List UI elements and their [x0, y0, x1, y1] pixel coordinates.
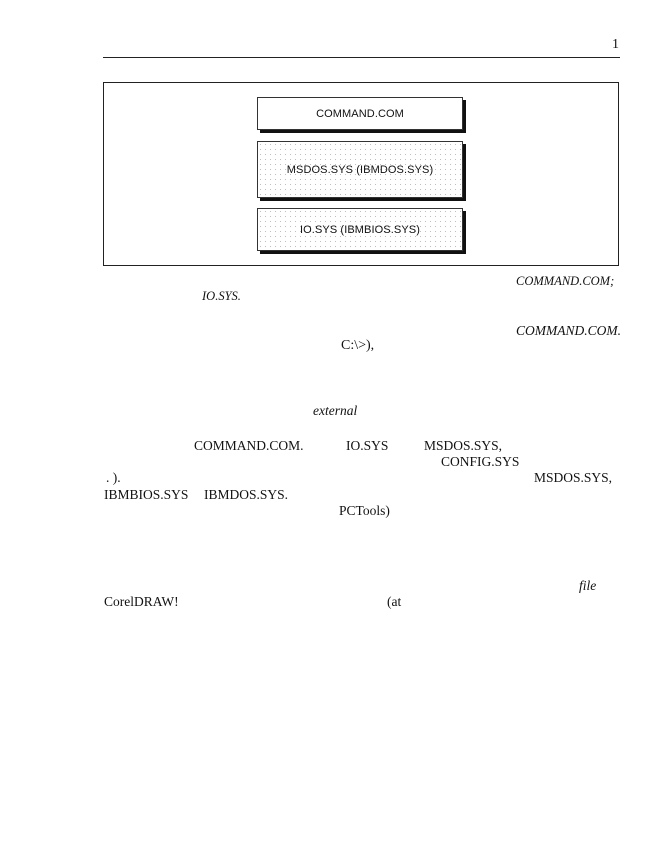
- text-fragment: PCTools): [339, 503, 390, 518]
- text-fragment: external: [313, 403, 358, 418]
- text-fragment: IBMBIOS.SYS: [104, 487, 189, 502]
- layer-io-sys: IO.SYS (IBMBIOS.SYS): [257, 208, 463, 251]
- text-fragment: C:\>),: [341, 338, 375, 353]
- text-fragment: MSDOS.SYS,: [424, 438, 503, 453]
- text-fragment: CONFIG.SYS: [441, 454, 520, 469]
- text-fragment: MSDOS.SYS,: [534, 470, 613, 485]
- layer-command-com: COMMAND.COM: [257, 97, 463, 130]
- text-fragment: COMMAND.COM.: [516, 323, 621, 338]
- text-fragment: file: [579, 578, 597, 593]
- text-fragment: (at: [387, 594, 402, 609]
- text-fragment: IO.SYS.: [202, 289, 241, 303]
- layer-msdos-sys: MSDOS.SYS (IBMDOS.SYS): [257, 141, 463, 198]
- header-rule: [103, 57, 620, 58]
- text-fragment: COMMAND.COM.: [194, 438, 304, 453]
- layer-label: MSDOS.SYS (IBMDOS.SYS): [286, 163, 434, 176]
- text-fragment: . ).: [106, 470, 121, 485]
- text-fragment: COMMAND.COM;: [516, 274, 615, 288]
- page-number: 1: [612, 37, 619, 52]
- text-fragment: IO.SYS: [346, 438, 389, 453]
- figure-frame: COMMAND.COM MSDOS.SYS (IBMDOS.SYS) IO.SY…: [103, 82, 619, 266]
- layer-label: IO.SYS (IBMBIOS.SYS): [300, 223, 420, 236]
- text-fragment: CorelDRAW!: [104, 594, 179, 609]
- layer-label: COMMAND.COM: [316, 107, 404, 120]
- text-fragment: IBMDOS.SYS.: [204, 487, 289, 502]
